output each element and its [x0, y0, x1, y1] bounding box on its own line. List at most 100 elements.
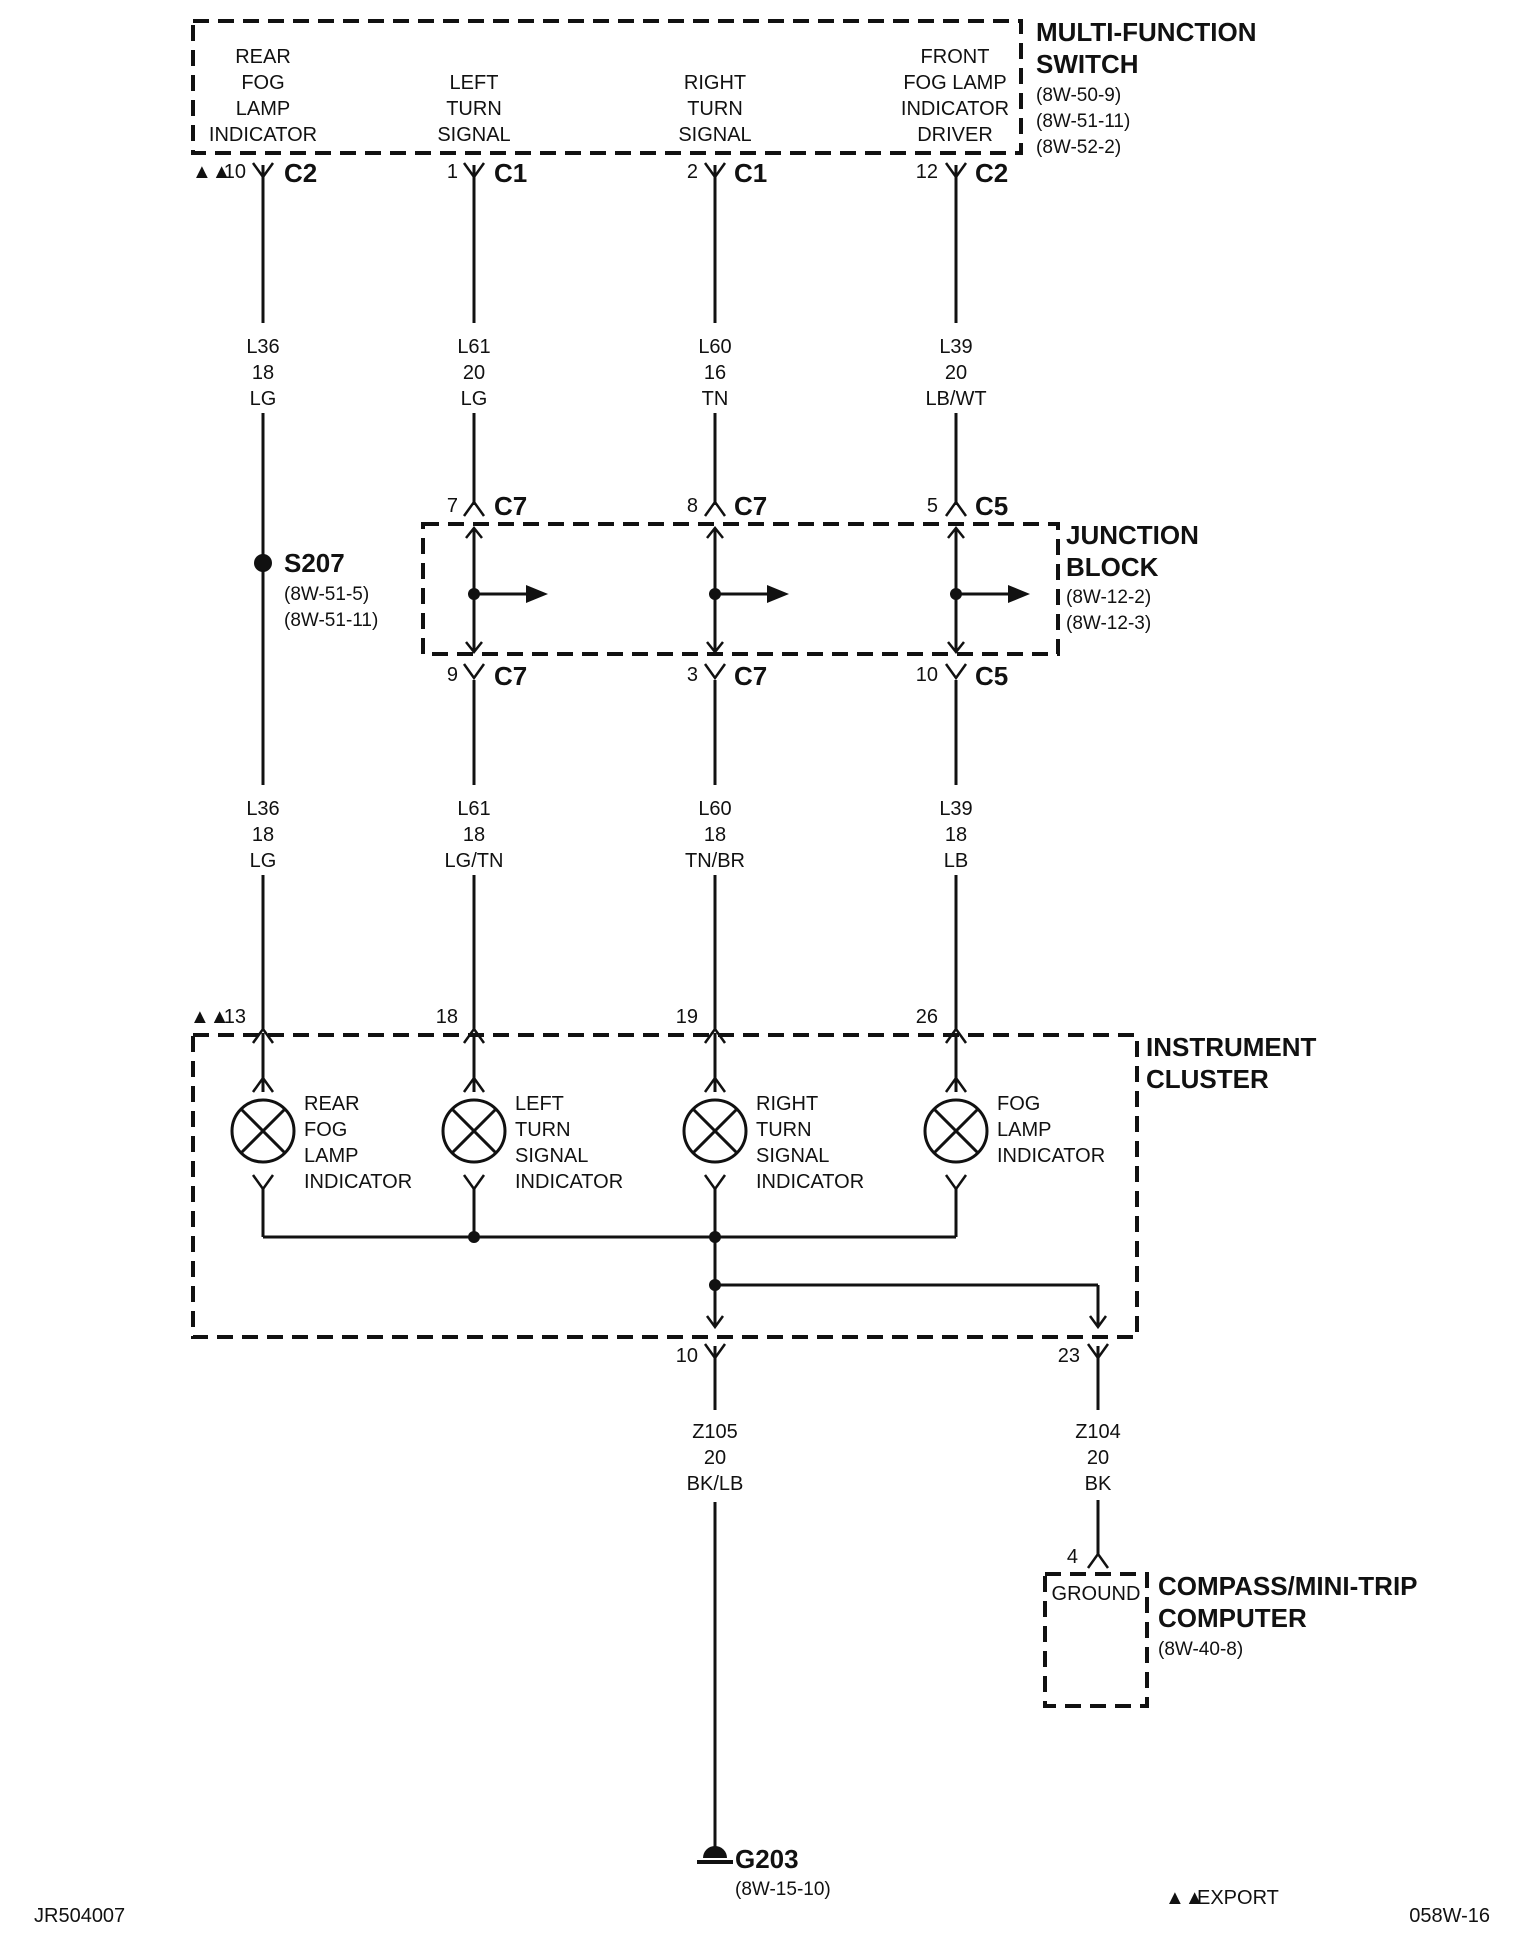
jb-in-pin-0-connector: C7: [494, 491, 527, 521]
switch-func-0-line-3: INDICATOR: [209, 124, 317, 146]
footer-left-code: JR504007: [34, 1905, 125, 1927]
lamp-0-line-2: LAMP: [304, 1145, 358, 1167]
ground-wire-1-gauge: 20: [1087, 1447, 1109, 1469]
jb-branch-arrow-1: [767, 585, 789, 603]
jb-inner-chevron-top-2: [947, 525, 965, 539]
lamp-top-chevron-3: [944, 1075, 968, 1093]
upper-wires: [261, 165, 958, 580]
ground-wire-0-circuit: Z105: [692, 1421, 738, 1443]
lamp-bottom-chevron-2: [703, 1174, 727, 1192]
switch-pin-3-number: 12: [916, 161, 938, 183]
switch-pin-1-number: 1: [447, 161, 458, 183]
compass-ref: (8W-40-8): [1158, 1639, 1243, 1660]
splice-name: S207: [284, 548, 345, 578]
lower-wires: [261, 580, 958, 1030]
upper-wire-2-color: TN: [702, 388, 729, 410]
lamp-3-line-2: INDICATOR: [997, 1145, 1105, 1167]
instrument-cluster-box: [191, 1033, 1139, 1339]
lower-wire-3-circuit: L39: [939, 798, 972, 820]
switch-func-2-line-1: TURN: [687, 98, 743, 120]
cluster-pin-2-number: 19: [676, 1006, 698, 1028]
jb-out-pin-2-number: 10: [916, 664, 938, 686]
upper-wire-0-gauge: 18: [252, 362, 274, 384]
ground-wire-0-gauge: 20: [704, 1447, 726, 1469]
switch-func-0-line-2: LAMP: [236, 98, 290, 120]
footer-legend-text: EXPORT: [1197, 1887, 1279, 1909]
junction-block-name-1: JUNCTION: [1066, 520, 1199, 550]
jb-in-connector-0: [462, 499, 486, 517]
ground-symbol-icon: [703, 1846, 727, 1858]
switch-pin-2-number: 2: [687, 161, 698, 183]
switch-func-3-line-3: DRIVER: [917, 124, 993, 146]
cluster-node-2: [709, 1279, 721, 1291]
cluster-pin-3-number: 26: [916, 1006, 938, 1028]
lamp-1-line-3: INDICATOR: [515, 1171, 623, 1193]
jb-in-pin-1-connector: C7: [734, 491, 767, 521]
multi-function-switch: MULTI-FUNCTION SWITCH (8W-50-9) (8W-51-1…: [191, 17, 1256, 188]
upper-wire-labels: L36 18 LG L61 20 LG L60 16 TN L39 20 LB/…: [246, 336, 986, 410]
lamp-2-line-0: RIGHT: [756, 1093, 818, 1115]
lower-wire-3-color: LB: [944, 850, 968, 872]
cluster-in-connector-3: [944, 1026, 968, 1044]
multi-function-switch-name-1: MULTI-FUNCTION: [1036, 17, 1256, 47]
jb-inner-chevron-top-0: [465, 525, 483, 539]
cluster-out-pin-1: 23: [1058, 1345, 1080, 1367]
lamp-1-icon: [441, 1098, 507, 1164]
lamp-3-line-1: LAMP: [997, 1119, 1051, 1141]
jb-out-pin-2-connector: C5: [975, 661, 1008, 691]
upper-wire-1-circuit: L61: [457, 336, 490, 358]
ground-ref: (8W-15-10): [735, 1879, 831, 1900]
ground-g203: G203 (8W-15-10): [697, 1844, 831, 1900]
lamp-1-line-0: LEFT: [515, 1093, 564, 1115]
lamp-1-line-1: TURN: [515, 1119, 571, 1141]
lamp-bottom-chevron-1: [462, 1174, 486, 1192]
jb-in-pin-1-number: 8: [687, 495, 698, 517]
lower-wire-labels: L36 18 LG L61 18 LG/TN L60 18 TN/BR L39 …: [246, 798, 972, 872]
lamp-0-line-3: INDICATOR: [304, 1171, 412, 1193]
switch-func-1-line-1: TURN: [446, 98, 502, 120]
jb-out-connector-0: [462, 663, 486, 681]
lower-wire-2-gauge: 18: [704, 824, 726, 846]
switch-pin-3-connector: C2: [975, 158, 1008, 188]
cluster-pin-0-marker: ▲▲: [190, 1006, 230, 1028]
junction-block-box: [421, 522, 1060, 656]
cluster-in-connector-1: [462, 1026, 486, 1044]
jb-inner-chevron-bottom-0: [465, 641, 483, 655]
jb-inner-chevron-bottom-2: [947, 641, 965, 655]
lamp-bottom-chevron-3: [944, 1174, 968, 1192]
upper-wire-1-gauge: 20: [463, 362, 485, 384]
ground-wire-1-color: BK: [1085, 1473, 1112, 1495]
switch-func-0-line-1: FOG: [241, 72, 284, 94]
junction-block-name-2: BLOCK: [1066, 552, 1159, 582]
upper-wire-2-circuit: L60: [698, 336, 731, 358]
switch-pin-2-connector: C1: [734, 158, 767, 188]
splice-dot: [254, 554, 272, 572]
multi-function-switch-ref-3: (8W-52-2): [1036, 137, 1121, 158]
upper-wire-3-circuit: L39: [939, 336, 972, 358]
compass-connector: [1086, 1551, 1110, 1569]
compass-box: [1043, 1572, 1149, 1708]
switch-func-2-line-2: SIGNAL: [678, 124, 751, 146]
splice-ref-2: (8W-51-11): [284, 610, 378, 631]
cluster-node-0: [468, 1231, 480, 1243]
upper-wire-3-gauge: 20: [945, 362, 967, 384]
junction-block-ref-2: (8W-12-3): [1066, 613, 1151, 634]
jb-in-pin-2-connector: C5: [975, 491, 1008, 521]
lamp-2-line-3: INDICATOR: [756, 1171, 864, 1193]
ground-name: G203: [735, 1844, 799, 1874]
cluster-pin-1-number: 18: [436, 1006, 458, 1028]
lower-wire-0-gauge: 18: [252, 824, 274, 846]
jb-out-pin-1-connector: C7: [734, 661, 767, 691]
jb-branch-arrow-2: [1008, 585, 1030, 603]
compass-pin: 4: [1067, 1546, 1078, 1568]
compass-terminal: GROUND: [1052, 1583, 1141, 1605]
jb-node-2: [950, 588, 962, 600]
compass-name-1: COMPASS/MINI-TRIP: [1158, 1571, 1418, 1601]
lamp-top-chevron-1: [462, 1075, 486, 1093]
lamp-0-icon: [230, 1098, 296, 1164]
lower-wire-0-color: LG: [250, 850, 277, 872]
lower-wire-2-color: TN/BR: [685, 850, 745, 872]
lamp-2-icon: [682, 1098, 748, 1164]
footer-legend-marker: ▲▲: [1165, 1887, 1205, 1909]
instrument-cluster: ▲▲ 13 18 19 26 INSTRUMENT CLUSTER: [190, 1006, 1317, 1367]
